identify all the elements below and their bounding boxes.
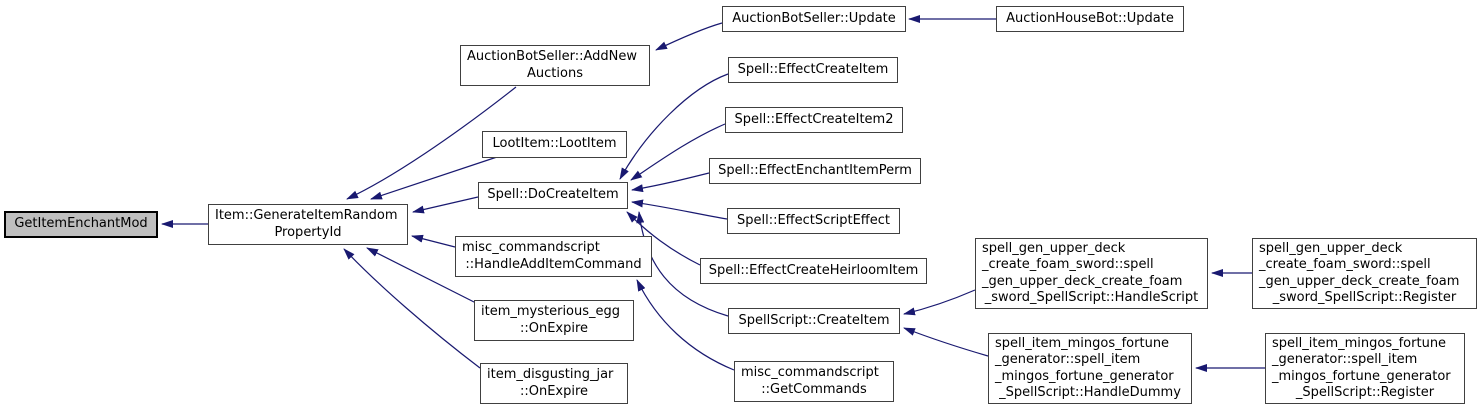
node-label-line: item_mysterious_egg	[481, 304, 621, 319]
node-label-line: Auctions	[527, 65, 583, 81]
edge-addnewauctions-to-generateitemrandom	[346, 86, 517, 200]
node-effectcreateitem[interactable]: Spell::EffectCreateItem	[728, 57, 898, 83]
node-label-line: Spell::EffectCreateItem	[737, 61, 889, 77]
edge-lootitem-to-generateitemrandom	[370, 155, 501, 200]
node-label-line: ::HandleAddItemCommand	[465, 256, 642, 272]
edge-effectcreateitem2-to-docreateitem	[630, 123, 726, 181]
edge-effectscripteffect-to-docreateitem	[631, 199, 728, 220]
node-label-line: item_disgusting_jar	[487, 367, 614, 382]
node-label-line: misc_commandscript	[741, 365, 879, 380]
node-effectcreateitem2[interactable]: Spell::EffectCreateItem2	[725, 107, 903, 133]
edge-docreateitem-to-generateitemrandom	[412, 196, 479, 214]
edge-effectenchantitemperm-to-docreateitem	[631, 172, 710, 193]
node-label-line: _SpellScript::Register	[1295, 385, 1435, 400]
node-label-line: GetItemEnchantMod	[14, 216, 148, 232]
node-label-line: _create_foam_sword::spell	[982, 257, 1154, 272]
edge-effectcreateitem-to-docreateitem	[619, 73, 729, 180]
node-label-line: _sword_SpellScript::Register	[1272, 290, 1457, 305]
node-foamregister[interactable]: spell_gen_upper_deck_create_foam_sword::…	[1252, 238, 1477, 309]
node-label-line: AuctionBotSeller::AddNew	[467, 49, 638, 64]
node-spellscriptcreateitem[interactable]: SpellScript::CreateItem	[728, 308, 900, 334]
node-botsellerupdate[interactable]: AuctionBotSeller::Update	[722, 6, 906, 32]
edge-mingoshandledummy-to-spellscriptcreateitem	[903, 327, 989, 357]
node-effectscripteffect[interactable]: Spell::EffectScriptEffect	[727, 208, 900, 234]
node-label-line: Item::GenerateItemRandom	[215, 208, 398, 223]
node-label-line: _sword_SpellScript::HandleScript	[984, 290, 1199, 305]
node-label-line: AuctionBotSeller::Update	[732, 10, 896, 26]
node-label-line: Spell::EffectCreateItem2	[734, 111, 894, 127]
edge-mysteriousegg-to-generateitemrandom	[366, 247, 477, 304]
edge-getcommands-to-handleadditemcommand	[636, 279, 735, 371]
node-housebotupdate[interactable]: AuctionHouseBot::Update	[996, 6, 1184, 32]
node-effectcreateheirloomitem[interactable]: Spell::EffectCreateHeirloomItem	[700, 258, 927, 284]
node-label-line: _create_foam_sword::spell	[1259, 257, 1431, 272]
node-foamhandlescript[interactable]: spell_gen_upper_deck_create_foam_sword::…	[975, 238, 1208, 309]
node-label-line: misc_commandscript	[462, 240, 600, 255]
node-label-line: SpellScript::CreateItem	[738, 312, 890, 328]
node-label-line: _mingos_fortune_generator	[995, 368, 1174, 384]
node-mysteriousegg[interactable]: item_mysterious_egg::OnExpire	[474, 300, 634, 341]
node-docreateitem[interactable]: Spell::DoCreateItem	[478, 182, 628, 209]
node-handleadditemcommand[interactable]: misc_commandscript::HandleAddItemCommand	[455, 236, 652, 277]
edge-effectcreateheirloomitem-to-docreateitem	[626, 211, 701, 266]
node-label-line: ::OnExpire	[519, 383, 589, 399]
edge-handleadditemcommand-to-generateitemrandom	[411, 234, 456, 248]
node-label-line: _generator::spell_item	[995, 352, 1141, 367]
edge-botsellerupdate-to-addnewauctions	[655, 22, 723, 51]
node-label-line: PropertyId	[274, 224, 342, 240]
node-disgustingjar[interactable]: item_disgusting_jar::OnExpire	[480, 363, 628, 404]
node-label-line: spell_gen_upper_deck	[982, 240, 1126, 256]
node-label-line: _mingos_fortune_generator	[1272, 368, 1451, 384]
node-lootitem[interactable]: LootItem::LootItem	[482, 131, 627, 158]
node-label-line: AuctionHouseBot::Update	[1006, 10, 1174, 26]
node-label-line: LootItem::LootItem	[492, 136, 617, 152]
node-label-line: spell_item_mingos_fortune	[995, 335, 1170, 351]
edge-disgustingjar-to-generateitemrandom	[343, 248, 481, 369]
node-label-line: spell_item_mingos_fortune	[1272, 335, 1447, 351]
node-getcommands[interactable]: misc_commandscript::GetCommands	[734, 361, 894, 402]
node-mingosregister[interactable]: spell_item_mingos_fortune_generator::spe…	[1265, 333, 1465, 404]
edge-spellscriptcreateitem-to-docreateitem	[636, 211, 729, 317]
node-label-line: _gen_upper_deck_create_foam	[1259, 273, 1460, 289]
node-getitemenchantmod: GetItemEnchantMod	[4, 211, 158, 238]
node-label-line: _generator::spell_item	[1272, 352, 1418, 367]
node-label-line: Spell::EffectEnchantItemPerm	[718, 162, 912, 178]
node-label-line: Spell::DoCreateItem	[487, 187, 619, 203]
node-label-line: Spell::EffectScriptEffect	[736, 212, 891, 228]
node-effectenchantitemperm[interactable]: Spell::EffectEnchantItemPerm	[709, 158, 921, 184]
node-label-line: ::OnExpire	[519, 320, 589, 336]
node-mingoshandledummy[interactable]: spell_item_mingos_fortune_generator::spe…	[988, 333, 1192, 404]
node-label-line: _SpellScript::HandleDummy	[999, 385, 1181, 400]
node-label-line: ::GetCommands	[761, 381, 867, 397]
edge-foamhandlescript-to-spellscriptcreateitem	[903, 289, 976, 316]
node-label-line: spell_gen_upper_deck	[1259, 240, 1403, 256]
node-label-line: _gen_upper_deck_create_foam	[982, 273, 1183, 289]
node-label-line: Spell::EffectCreateHeirloomItem	[708, 262, 919, 278]
